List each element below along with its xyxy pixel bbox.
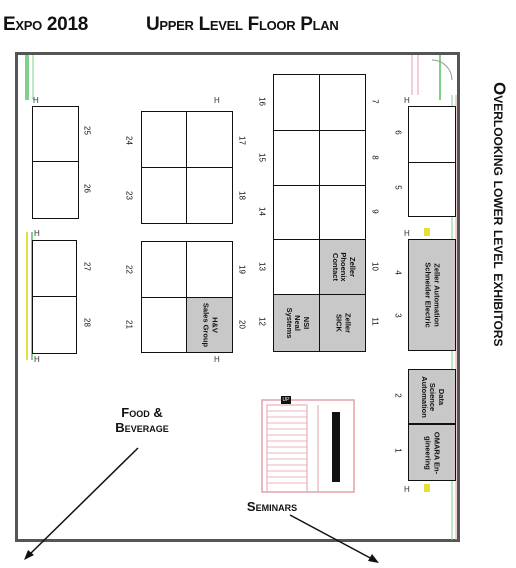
booth-2-label: Data Science Automation	[419, 375, 446, 418]
booth-17[interactable]	[186, 111, 233, 168]
seminars-label: Seminars	[246, 499, 298, 514]
booth-3-4[interactable]: Zeller Automation Schneider Electric	[408, 239, 456, 351]
booth-14[interactable]	[273, 185, 320, 240]
h-marker: H	[34, 355, 40, 364]
booth-22[interactable]	[141, 241, 187, 298]
booth-10-label: Zeller Phoenix Contact	[330, 252, 357, 282]
booth-number: 20	[237, 320, 247, 329]
booth-18[interactable]	[186, 167, 233, 224]
booth-6[interactable]	[408, 106, 456, 163]
booth-number: 24	[124, 136, 134, 145]
booth-number: 26	[82, 184, 92, 193]
h-marker: H	[34, 229, 40, 238]
booth-number: 6	[393, 130, 403, 135]
booth-5[interactable]	[408, 162, 456, 217]
booth-11-label: Zeller SICK	[334, 312, 353, 334]
booth-16[interactable]	[273, 74, 320, 131]
booth-11[interactable]: Zeller SICK	[319, 294, 366, 352]
booth-number: 8	[370, 155, 380, 160]
booth-number: 9	[370, 209, 380, 214]
booth-number: 23	[124, 191, 134, 200]
booth-number: 12	[257, 317, 267, 326]
booth-8[interactable]	[319, 130, 366, 186]
booth-20[interactable]: H&V Sales Group	[186, 297, 233, 353]
booth-7[interactable]	[319, 74, 366, 131]
food-label-line1: Food &	[121, 405, 163, 420]
booth-13[interactable]	[273, 239, 320, 295]
booth-10[interactable]: Zeller Phoenix Contact	[319, 239, 366, 295]
booth-25[interactable]	[32, 106, 79, 162]
booth-12[interactable]: NSI Neal Systems	[273, 294, 320, 352]
h-marker: H	[404, 485, 410, 494]
food-beverage-label: Food & Beverage	[96, 405, 188, 435]
booth-number: 13	[257, 262, 267, 271]
booth-27[interactable]	[32, 240, 77, 297]
booth-number: 18	[237, 191, 247, 200]
booth-1[interactable]: OMARA En- gineering	[408, 424, 456, 481]
booth-number: 7	[370, 99, 380, 104]
h-marker: H	[214, 355, 220, 364]
booth-number: 14	[257, 207, 267, 216]
h-marker: H	[33, 96, 39, 105]
booth-number: 11	[370, 317, 380, 326]
booth-15[interactable]	[273, 130, 320, 186]
stairs-up-marker: UP	[281, 396, 291, 404]
booth-21[interactable]	[141, 297, 187, 353]
booth-20-label: H&V Sales Group	[201, 302, 220, 348]
booth-number: 5	[393, 185, 403, 190]
booth-number: 16	[257, 97, 267, 106]
booth-24[interactable]	[141, 111, 187, 168]
booth-28[interactable]	[32, 296, 77, 354]
booth-2[interactable]: Data Science Automation	[408, 369, 456, 424]
booth-number: 2	[393, 393, 403, 398]
booth-number: 21	[124, 320, 134, 329]
booth-number: 1	[393, 448, 403, 453]
booth-number: 19	[237, 265, 247, 274]
booth-12-label: NSI Neal Systems	[284, 307, 311, 339]
booth-number: 10	[370, 262, 380, 271]
h-marker: H	[404, 96, 410, 105]
hall-outline	[15, 52, 460, 542]
booth-19[interactable]	[186, 241, 233, 298]
plan-title: Upper Level Floor Plan	[146, 14, 339, 35]
booth-number: 27	[82, 262, 92, 271]
booth-23[interactable]	[141, 167, 187, 224]
booth-1-label: OMARA En- gineering	[424, 431, 442, 474]
booth-number: 4	[393, 270, 403, 275]
booth-26[interactable]	[32, 161, 79, 219]
booth-9[interactable]	[319, 185, 366, 240]
food-label-line2: Beverage	[115, 420, 169, 435]
expo-title: Expo 2018	[3, 14, 88, 35]
booth-number: 25	[82, 126, 92, 135]
booth-number: 22	[124, 265, 134, 274]
booth-3-label: Zeller Automation Schneider Electric	[424, 262, 442, 328]
booth-number: 15	[257, 153, 267, 162]
h-marker: H	[214, 96, 220, 105]
booth-number: 28	[82, 318, 92, 327]
booth-number: 3	[393, 313, 403, 318]
h-marker: H	[404, 229, 410, 238]
booth-number: 17	[237, 136, 247, 145]
